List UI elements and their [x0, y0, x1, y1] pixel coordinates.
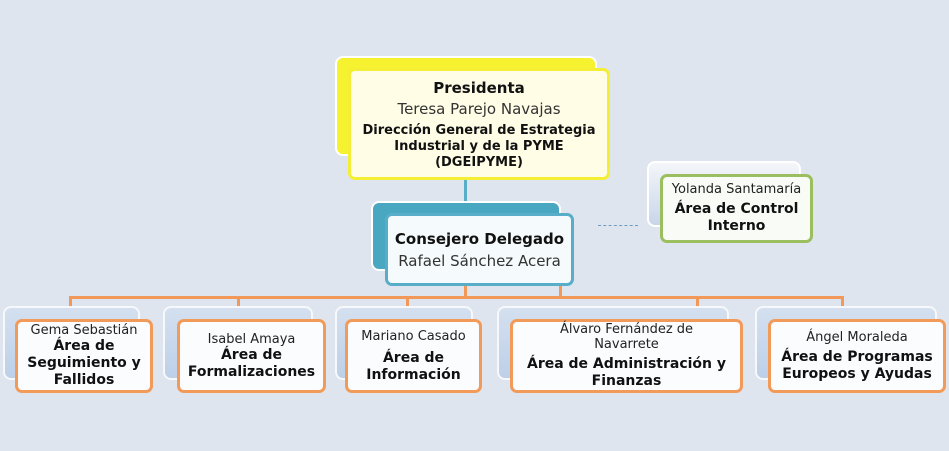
control-name: Yolanda Santamaría	[671, 182, 802, 197]
consejero-name: Rafael Sánchez Acera	[398, 251, 561, 270]
connector-drop	[696, 296, 699, 308]
area-person: Mariano Casado	[361, 328, 466, 344]
consejero-box: Consejero Delegado Rafael Sánchez Acera	[385, 213, 574, 286]
control-area: Área de Control Interno	[674, 201, 799, 234]
connector-president-consejero	[464, 178, 467, 204]
area-person: Álvaro Fernández de Navarrete	[559, 322, 694, 352]
area-title: Área de Seguimiento y Fallidos	[27, 338, 141, 388]
area-box: Gema Sebastián Área de Seguimiento y Fal…	[15, 319, 153, 393]
connector-consejero-down-2	[559, 284, 562, 298]
area-box: Álvaro Fernández de Navarrete Área de Ad…	[510, 319, 743, 393]
area-box: Mariano Casado Área de Información	[345, 319, 482, 393]
connector-consejero-down	[464, 284, 467, 298]
area-title: Área de Formalizaciones	[187, 346, 316, 380]
area-person: Ángel Moraleda	[806, 329, 908, 345]
connector-drop	[237, 296, 240, 308]
connector-drop	[69, 296, 72, 308]
connector-dashed-control	[598, 225, 638, 226]
area-box: Ángel Moraleda Área de Programas Europeo…	[768, 319, 946, 393]
control-box: Yolanda Santamaría Área de Control Inter…	[660, 174, 813, 243]
area-title: Área de Programas Europeos y Ayudas	[781, 348, 933, 382]
connector-drop	[406, 296, 409, 308]
presidenta-org: Dirección General de Estrategia Industri…	[362, 122, 596, 170]
area-person: Isabel Amaya	[207, 331, 296, 347]
consejero-role: Consejero Delegado	[394, 229, 565, 248]
presidenta-role: Presidenta	[433, 78, 525, 97]
area-title: Área de Administración y Finanzas	[526, 356, 726, 389]
connector-drop	[841, 296, 844, 308]
connector-horizontal	[69, 296, 844, 299]
presidenta-name: Teresa Parejo Navajas	[397, 99, 561, 118]
area-box: Isabel Amaya Área de Formalizaciones	[177, 319, 326, 393]
area-title: Área de Información	[366, 349, 461, 383]
presidenta-box: Presidenta Teresa Parejo Navajas Direcci…	[348, 68, 610, 180]
area-person: Gema Sebastián	[30, 323, 138, 338]
